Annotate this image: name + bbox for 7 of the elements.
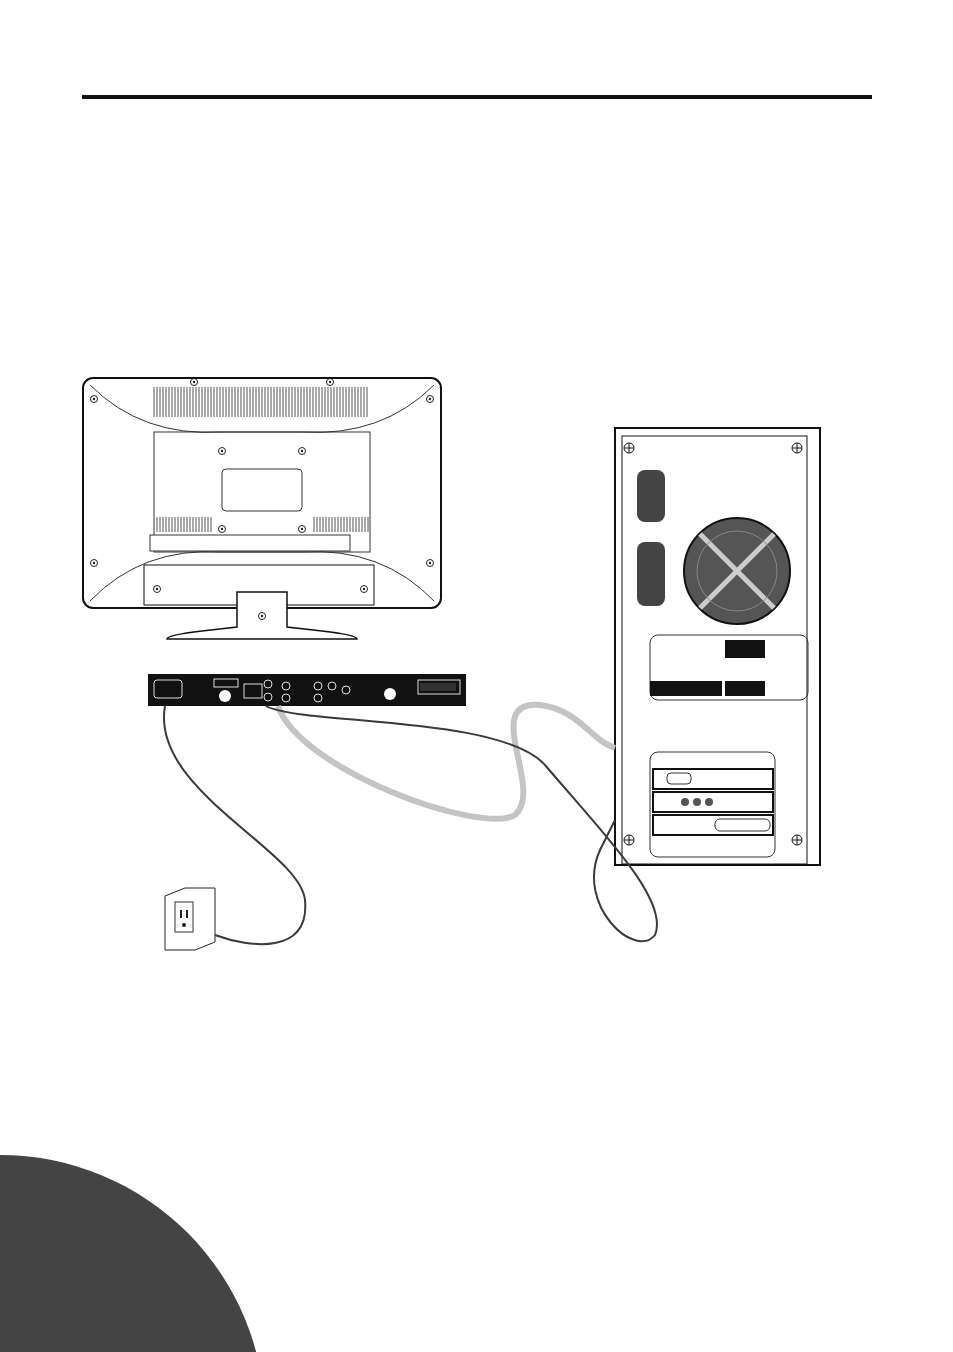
wall-outlet-drawing: [165, 888, 215, 950]
pc-tower-drawing: [615, 428, 820, 865]
cable: [163, 705, 306, 946]
tv-back-drawing: [82, 377, 442, 642]
connector-panel-drawing: [148, 674, 466, 706]
cable: [265, 705, 659, 943]
cable: [275, 702, 617, 822]
